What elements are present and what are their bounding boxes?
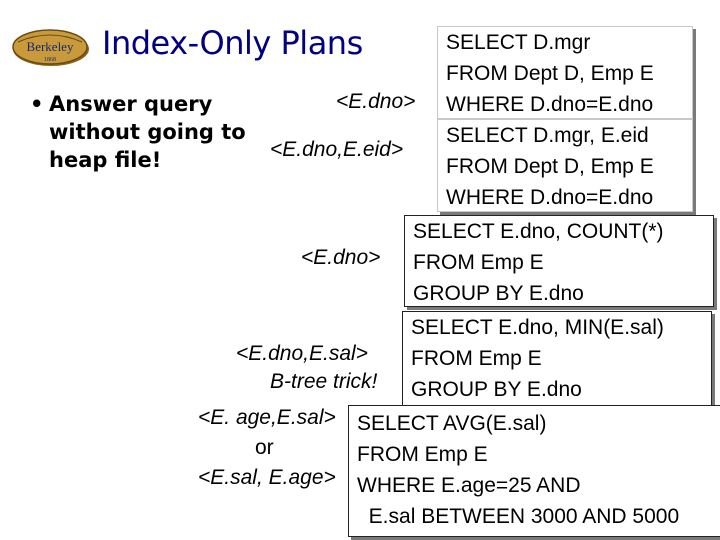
bullet-point: • Answer query without going to heap fil… xyxy=(30,90,262,174)
index-label: <E.dno,E.eid> xyxy=(270,138,404,161)
query-line: SELECT E.dno, COUNT(*) xyxy=(413,220,664,243)
query-line: SELECT AVG(E.sal) xyxy=(357,412,547,435)
bullet-icon: • xyxy=(30,92,44,116)
logo-seal-icon: Berkeley 1868 xyxy=(12,29,89,66)
query-box-4: SELECT E.dno, MIN(E.sal) FROM Emp E GROU… xyxy=(402,311,712,407)
query-line: FROM Emp E xyxy=(413,251,544,274)
query-box-1: SELECT D.mgr FROM Dept D, Emp E WHERE D.… xyxy=(437,26,693,119)
bullet-text: Answer query without going to heap file! xyxy=(49,92,246,172)
query-line: SELECT E.dno, MIN(E.sal) xyxy=(411,316,664,339)
logo-subtext: 1868 xyxy=(44,57,56,63)
query-line: SELECT D.mgr, E.eid xyxy=(446,124,649,147)
page-title: Index-Only Plans xyxy=(102,24,363,62)
query-box-3: SELECT E.dno, COUNT(*) FROM Emp E GROUP … xyxy=(404,215,714,307)
query-line: WHERE D.dno=E.dno xyxy=(446,186,654,209)
query-line: FROM Emp E xyxy=(411,347,542,370)
or-label: or xyxy=(255,436,274,459)
index-label: <E.dno> xyxy=(301,246,381,269)
query-box-5: SELECT AVG(E.sal) FROM Emp E WHERE E.age… xyxy=(348,405,720,537)
query-line: GROUP BY E.dno xyxy=(413,282,584,305)
logo-text: Berkeley xyxy=(27,39,74,54)
query-line: WHERE D.dno=E.dno xyxy=(446,93,654,116)
query-box-2: SELECT D.mgr, E.eid FROM Dept D, Emp E W… xyxy=(437,119,693,212)
query-line: SELECT D.mgr xyxy=(446,31,591,54)
query-line: WHERE E.age=25 AND xyxy=(357,474,581,497)
berkeley-logo: Berkeley 1868 xyxy=(10,24,92,70)
query-line: E.sal BETWEEN 3000 AND 5000 xyxy=(357,505,680,528)
query-line: FROM Emp E xyxy=(357,443,488,466)
query-line: FROM Dept D, Emp E xyxy=(446,62,654,85)
index-label: <E.dno,E.sal> xyxy=(236,342,368,365)
index-label: <E.dno> xyxy=(336,90,416,113)
index-label: <E. age,E.sal> xyxy=(198,406,336,429)
query-line: GROUP BY E.dno xyxy=(411,378,582,401)
index-label: <E.sal, E.age> xyxy=(198,466,336,489)
btree-note: B-tree trick! xyxy=(270,370,378,393)
query-line: FROM Dept D, Emp E xyxy=(446,155,654,178)
